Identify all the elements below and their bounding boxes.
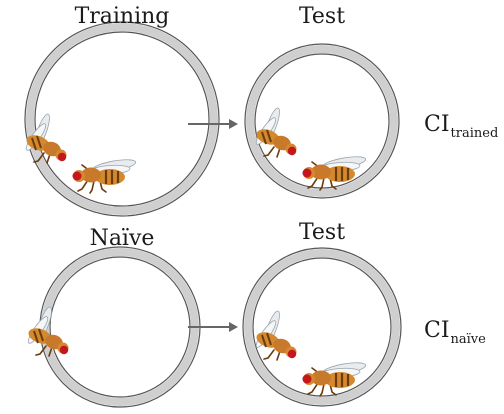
ci-naive-sub: naïve: [451, 332, 486, 347]
arena-training: [25, 22, 219, 216]
ci-trained-main: CI: [424, 112, 450, 137]
label-test-trained: Test: [262, 4, 382, 29]
label-test-naive: Test: [262, 220, 382, 245]
label-training: Training: [42, 4, 202, 29]
ci-trained-sub: trained: [451, 126, 499, 141]
arena-naive: [40, 247, 200, 407]
label-naive: Naïve: [52, 226, 192, 251]
ci-naive: CInaïve: [424, 318, 486, 343]
ci-naive-main: CI: [424, 318, 450, 343]
ci-trained: CItrained: [424, 112, 498, 137]
